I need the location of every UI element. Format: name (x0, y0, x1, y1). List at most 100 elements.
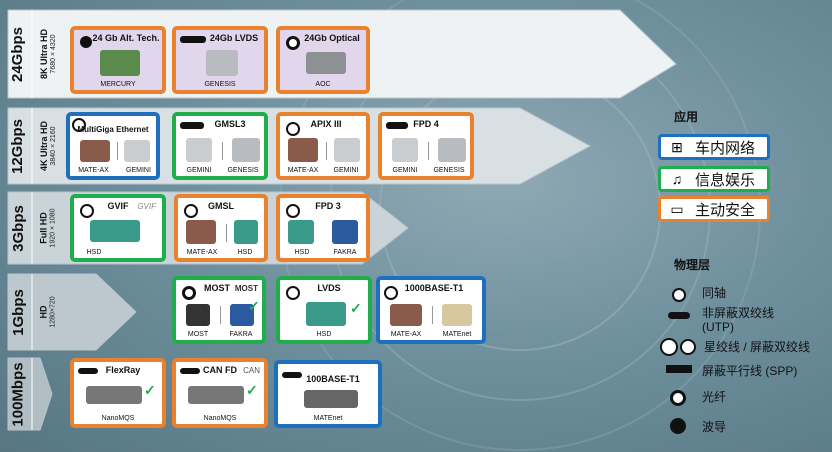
hsd-connector-image (288, 220, 314, 244)
divider (220, 306, 221, 324)
fiber-icon (286, 36, 300, 50)
checkmark-icon: ✓ (248, 298, 260, 314)
nanomqs-connector-image (188, 386, 244, 404)
connector-label: NanoMQS (101, 415, 135, 422)
connector-label: NanoMQS (203, 415, 237, 422)
connector-label: GEMINI (333, 167, 359, 174)
connector-label: HSD (86, 249, 102, 256)
band-speed-label: 24Gbps (9, 26, 27, 82)
card-title: GMSL3 (214, 119, 246, 129)
utp-icon (282, 372, 302, 378)
fakra-connector-image (332, 220, 358, 244)
coax-icon (384, 286, 398, 300)
card-title: LVDS (317, 283, 341, 293)
physical-label: 同轴 (702, 286, 727, 300)
connector-label: MERCURY (100, 81, 136, 88)
card-title: 100BASE-T1 (306, 374, 360, 384)
card-title: FlexRay (105, 365, 141, 375)
utp-icon (180, 368, 200, 374)
card-title: MultiGiga Ethernet (77, 125, 149, 134)
card-fpd-4[interactable]: FPD 4 GEMINI GENESIS (378, 112, 474, 180)
utp-icon (78, 368, 98, 374)
card-multigiga-ethernet[interactable]: MultiGiga Ethernet MATE-AX GEMINI (66, 112, 160, 180)
card-title: GMSL (208, 201, 234, 211)
legend-item-network: ⊞ 车内网络 (658, 134, 770, 160)
utp-icon (668, 312, 690, 319)
most-logo: MOST (234, 284, 258, 293)
card-fpd-3[interactable]: FPD 3 HSD FAKRA (276, 194, 370, 262)
connector-label: HSD (316, 331, 332, 338)
spp-icon (180, 36, 206, 43)
camera-icon: ▭ (670, 200, 684, 217)
card-title: CAN FD (203, 365, 237, 375)
mate-ax-connector-image (390, 304, 422, 326)
card-100base-t1[interactable]: 100BASE-T1 MATEnet (274, 360, 382, 428)
connector-label: GEMINI (186, 167, 212, 174)
band-speed-label: 100Mbps (9, 361, 27, 427)
star-quad-icon (286, 204, 300, 218)
gemini-connector-image (392, 138, 418, 162)
card-gvif[interactable]: GVIF GVIF HSD (70, 194, 166, 262)
music-note-icon: ♫ (671, 171, 683, 187)
legend-item-infotainment: ♫ 信息娱乐 (658, 166, 770, 192)
divider (226, 224, 227, 242)
aoc-connector-image (306, 52, 346, 74)
connector-label: MOST (187, 331, 209, 338)
connector-label: GEMINI (392, 167, 418, 174)
card-24gb-optical[interactable]: 24Gb Optical AOC (276, 26, 370, 94)
gemini-connector-image (334, 138, 360, 162)
card-lvds[interactable]: LVDS ✓ HSD (276, 276, 372, 344)
gemini-connector-image (124, 140, 150, 162)
coax-icon (672, 288, 686, 302)
coax-icon (80, 204, 94, 218)
physical-label: 光纤 (702, 390, 727, 404)
card-gmsl3[interactable]: GMSL3 GEMINI GENESIS (172, 112, 268, 180)
band-arrow-1gbps (7, 273, 137, 351)
divider (432, 306, 433, 324)
hsd-connector-image (90, 220, 140, 242)
card-most[interactable]: MOST MOST ✓ MOST FAKRA (172, 276, 266, 344)
waveguide-icon (670, 418, 686, 434)
nanomqs-connector-image (86, 386, 142, 404)
checkmark-icon: ✓ (350, 300, 362, 316)
connector-label: GENESIS (204, 81, 236, 88)
connector-label: GEMINI (126, 167, 151, 174)
legend-label: 主动安全 (695, 201, 756, 219)
star-quad-icon (184, 204, 198, 218)
divider (428, 142, 429, 160)
gemini-connector-image (186, 138, 212, 162)
coax-icon (72, 118, 86, 132)
connector-label: MATE-AX (78, 167, 109, 174)
connector-label: MATEnet (442, 331, 472, 338)
genesis-connector-image (232, 138, 260, 162)
connector-label: GENESIS (227, 167, 259, 174)
card-apix-iii[interactable]: APIX III MATE-AX GEMINI (276, 112, 370, 180)
mercury-connector-image (100, 50, 140, 76)
card-can-fd[interactable]: CAN FD CAN ✓ NanoMQS (172, 358, 268, 428)
divider (326, 142, 327, 160)
card-24gb-lvds[interactable]: 24Gb LVDS GENESIS (172, 26, 268, 94)
card-flexray[interactable]: FlexRay ✓ NanoMQS (70, 358, 166, 428)
card-24gb-alt-tech[interactable]: 24 Gb Alt. Tech. MERCURY (70, 26, 166, 94)
genesis-connector-image (206, 50, 238, 76)
waveguide-icon (80, 36, 92, 48)
physical-label: 非屏蔽双绞线 (702, 306, 775, 320)
legend-title: 应用 (674, 110, 699, 124)
card-title: FPD 3 (315, 201, 341, 211)
gvif-logo: GVIF (137, 202, 156, 211)
shielded-twisted-pair-icon (680, 339, 696, 355)
hsd-connector-image (306, 302, 346, 326)
connector-label: GENESIS (433, 167, 465, 174)
card-1000base-t1[interactable]: 1000BASE-T1 MATE-AX MATEnet (376, 276, 486, 344)
card-title: APIX III (310, 119, 342, 129)
legend-item-active-safety: ▭ 主动安全 (658, 196, 770, 222)
connector-label: MATE-AX (390, 331, 422, 338)
band-speed-label: 3Gbps (9, 204, 27, 252)
connector-label: AOC (315, 81, 331, 88)
checkmark-icon: ✓ (144, 382, 156, 398)
card-gmsl[interactable]: GMSL MATE-AX HSD (174, 194, 268, 262)
divider (117, 142, 118, 160)
spp-icon (180, 122, 204, 129)
